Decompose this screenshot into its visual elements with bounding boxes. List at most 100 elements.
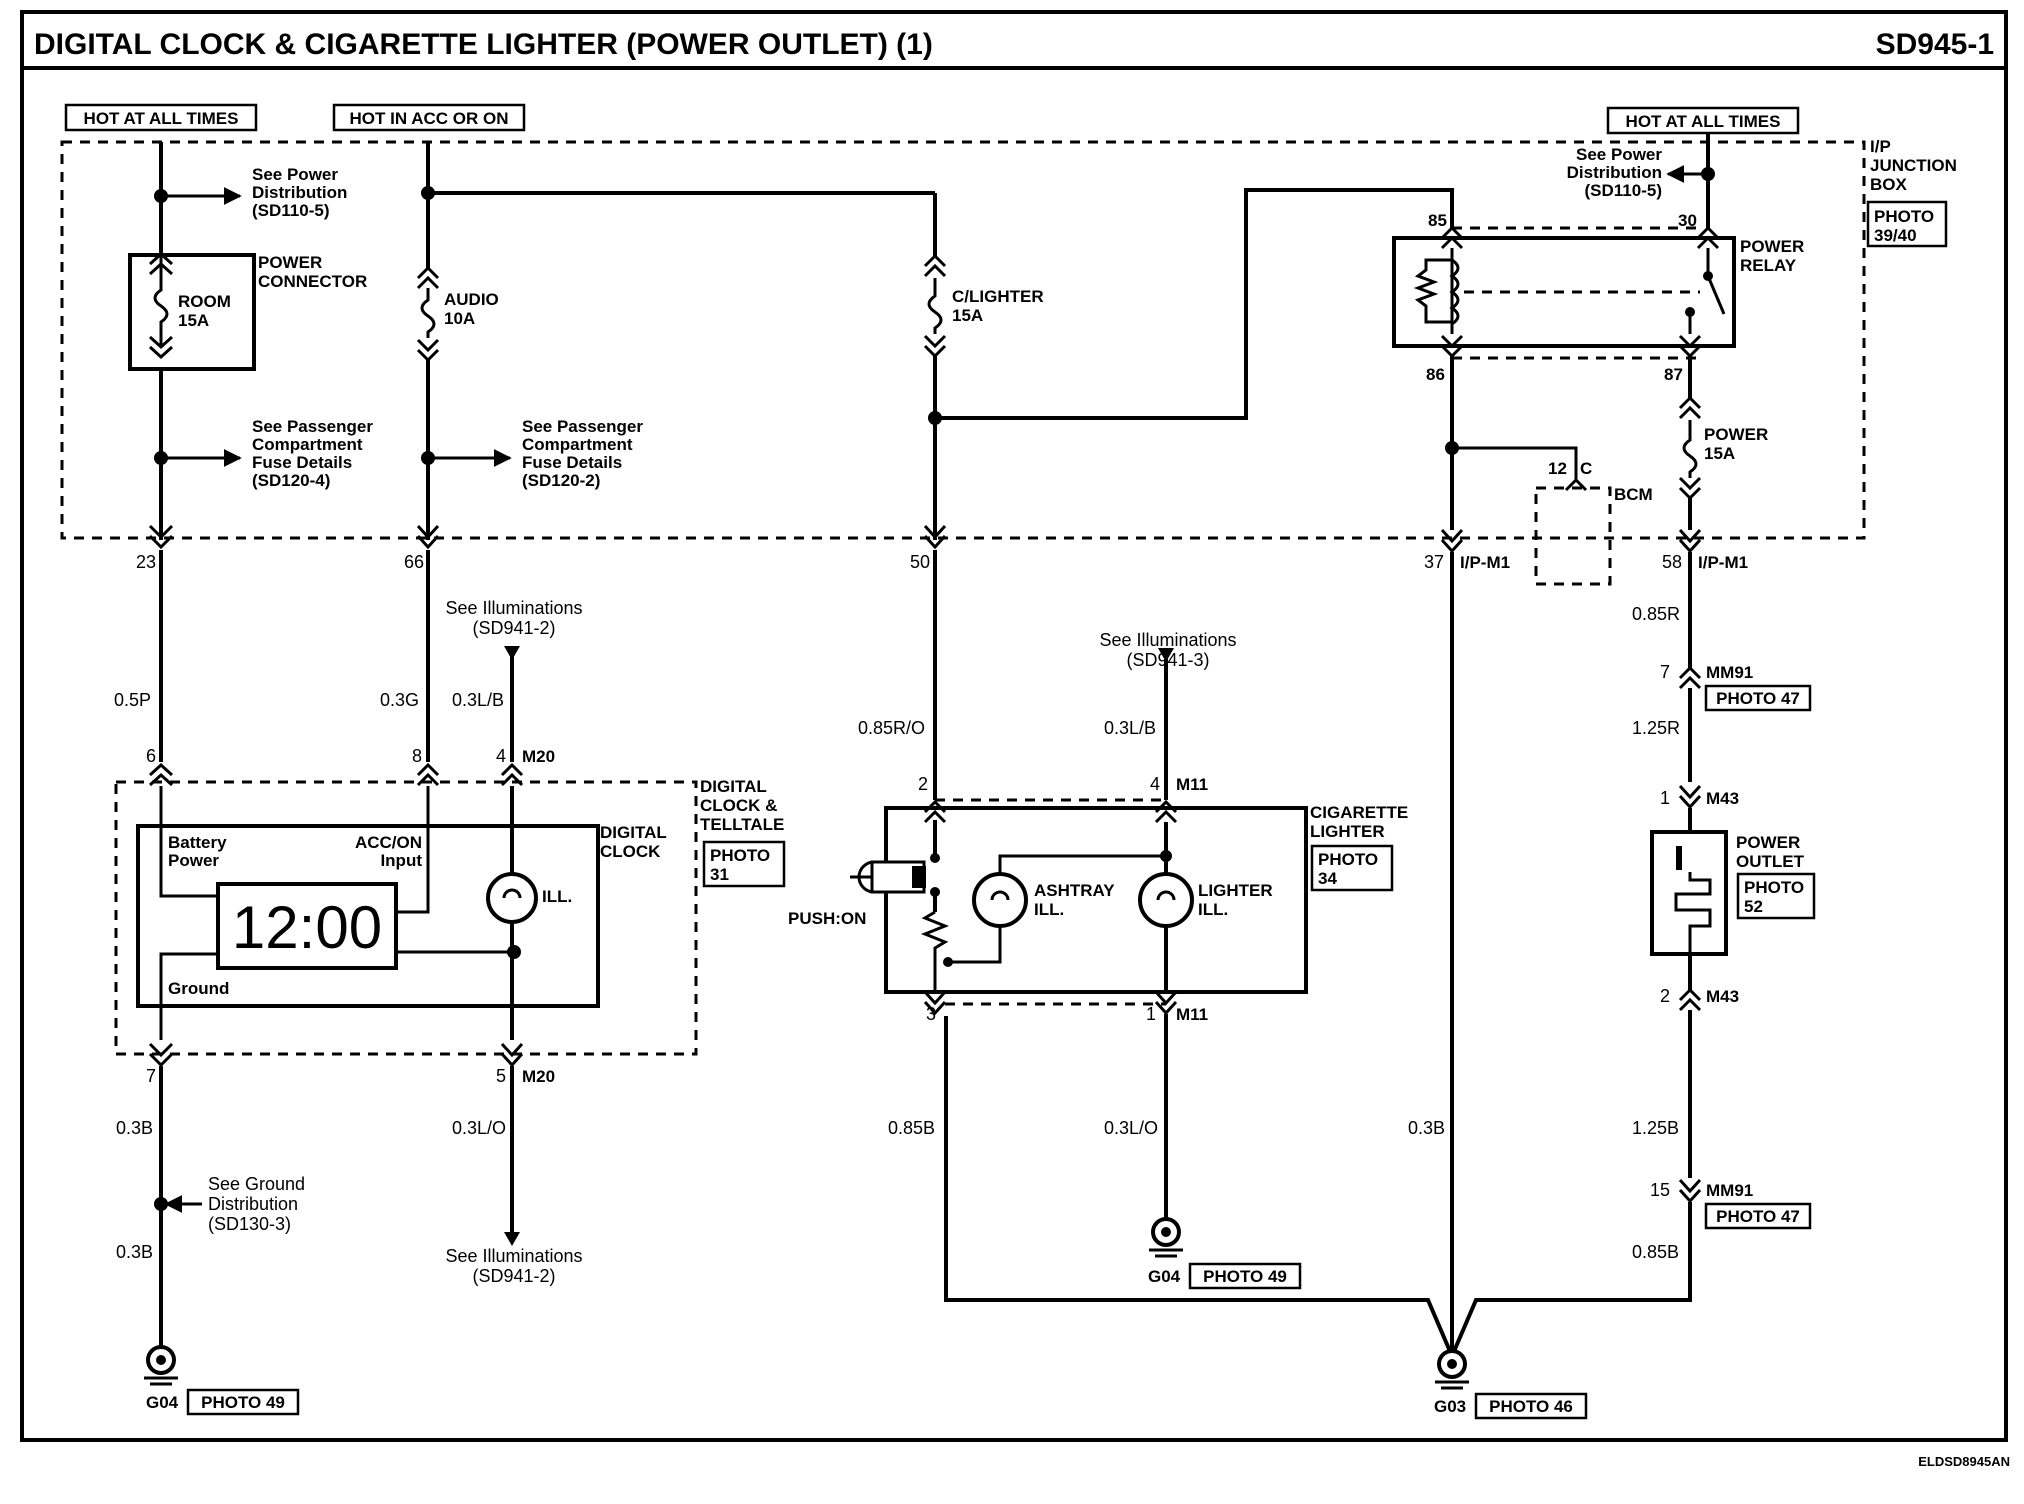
wire-085b: 0.85B xyxy=(888,1118,935,1138)
junction-box-outline xyxy=(60,140,1866,540)
room-circuit xyxy=(128,142,256,787)
clighter-circuit xyxy=(923,188,1454,824)
outlet-photo-box xyxy=(1736,872,1816,920)
junction-box-label: I/P JUNCTION BOX xyxy=(1870,137,1962,194)
cig-conn-m11-top: M11 xyxy=(1176,775,1208,794)
m43-conn-bottom: M43 xyxy=(1706,987,1739,1006)
clock-pin-4: 4 xyxy=(496,746,506,766)
mm91-conn-bottom: MM91 xyxy=(1706,1181,1753,1200)
lighter-bulb xyxy=(1138,872,1194,928)
illum-cig-circuit xyxy=(1154,648,1178,824)
wire-03b-3: 0.3B xyxy=(1408,1118,1445,1138)
hot-all-times-left: HOT AT ALL TIMES xyxy=(64,103,258,132)
relay-feed-circuit xyxy=(1666,133,1715,228)
wire-125b: 1.25B xyxy=(1632,1118,1679,1138)
ground-g03-symbol xyxy=(1435,1349,1469,1390)
ground-g04-mid-photo: PHOTO 49 xyxy=(1203,1267,1287,1286)
cig-conn-m11-bottom: M11 xyxy=(1176,1005,1208,1024)
clock-display: 12:00 xyxy=(232,894,382,961)
relay-pin-30: 30 xyxy=(1678,211,1697,230)
relay-pin-87: 87 xyxy=(1664,365,1683,384)
ground-g04-left-photo: PHOTO 49 xyxy=(201,1393,285,1412)
svg-text:HOT IN ACC OR ON: HOT IN ACC OR ON xyxy=(350,109,509,128)
ground-g03-photo-box xyxy=(1474,1392,1588,1420)
power-connector-box xyxy=(128,253,256,371)
wire-085r: 0.85R xyxy=(1632,604,1680,624)
jb-conn-58: I/P-M1 xyxy=(1698,553,1748,572)
diagram-frame xyxy=(20,10,2008,1442)
mm91-pin-7: 7 xyxy=(1660,662,1670,682)
svg-text:HOT AT ALL TIMES: HOT AT ALL TIMES xyxy=(84,109,239,128)
wire-03lb-1: 0.3L/B xyxy=(452,690,504,710)
bcm-outline xyxy=(1534,486,1612,586)
ground-g04-left-id: G04 xyxy=(146,1393,179,1412)
ground-g03-id: G03 xyxy=(1434,1397,1466,1416)
mm91-conn-top: MM91 xyxy=(1706,663,1753,682)
jb-label-l1: I/P xyxy=(1870,137,1890,156)
ashtray-bulb xyxy=(972,872,1028,928)
clock-pin-8: 8 xyxy=(412,746,422,766)
wire-03lb-2: 0.3L/B xyxy=(1104,718,1156,738)
relay-86-circuit xyxy=(1440,356,1612,1356)
cig-pin-2: 2 xyxy=(918,774,928,794)
cig-push-label: PUSH:ON xyxy=(788,909,866,928)
hot-all-times-right: HOT AT ALL TIMES xyxy=(1606,106,1800,135)
clock-pin-6: 6 xyxy=(146,746,156,766)
clock-ill-label: ILL. xyxy=(542,887,572,906)
wire-05p: 0.5P xyxy=(114,690,151,710)
mm91-photo-a-box xyxy=(1704,684,1812,712)
wire-125r: 1.25R xyxy=(1632,718,1680,738)
clock-ill-bulb xyxy=(486,872,538,924)
ground-g04-mid-photo-box xyxy=(1188,1262,1302,1290)
cig-pin-4: 4 xyxy=(1150,774,1160,794)
diagram-code: SD945-1 xyxy=(1876,28,1994,61)
mm91-photo-a: PHOTO 47 xyxy=(1716,689,1800,708)
ref-illum-1: See Illuminations(SD941-2) xyxy=(445,598,582,638)
ground-g04-mid-id: G04 xyxy=(1148,1267,1181,1286)
jb-label-l3: BOX xyxy=(1870,175,1908,194)
bcm-pin: 12 xyxy=(1548,459,1567,478)
ref-illum-2: See Illuminations(SD941-3) xyxy=(1099,630,1236,670)
cig-ground-circuit xyxy=(923,990,1454,1357)
jb-pin-66: 66 xyxy=(404,552,424,572)
wire-03lo-1: 0.3L/O xyxy=(452,1118,506,1138)
jb-label-l2: JUNCTION xyxy=(1870,156,1957,175)
m43-conn-top: M43 xyxy=(1706,789,1739,808)
mm91-photo-b-box xyxy=(1704,1202,1812,1230)
cig-body xyxy=(884,806,1308,994)
bcm-name: BCM xyxy=(1614,485,1653,504)
footer-code: ELDSD8945AN xyxy=(1918,1454,2010,1469)
ref-illum-3: See Illuminations(SD941-2) xyxy=(445,1246,582,1286)
clock-group-outline xyxy=(114,780,698,1056)
jb-pin-23: 23 xyxy=(136,552,156,572)
cig-photo-box xyxy=(1310,844,1394,892)
clock-pin-7: 7 xyxy=(146,1066,156,1086)
svg-text:HOT AT ALL TIMES: HOT AT ALL TIMES xyxy=(1626,112,1781,131)
wire-085ro: 0.85R/O xyxy=(858,718,925,738)
clock-pin-5: 5 xyxy=(496,1066,506,1086)
illum-clock-circuit xyxy=(500,646,524,787)
ground-g04-left-symbol xyxy=(144,1345,178,1386)
ground-g03-photo: PHOTO 46 xyxy=(1489,1397,1573,1416)
jb-pin-50: 50 xyxy=(910,552,930,572)
